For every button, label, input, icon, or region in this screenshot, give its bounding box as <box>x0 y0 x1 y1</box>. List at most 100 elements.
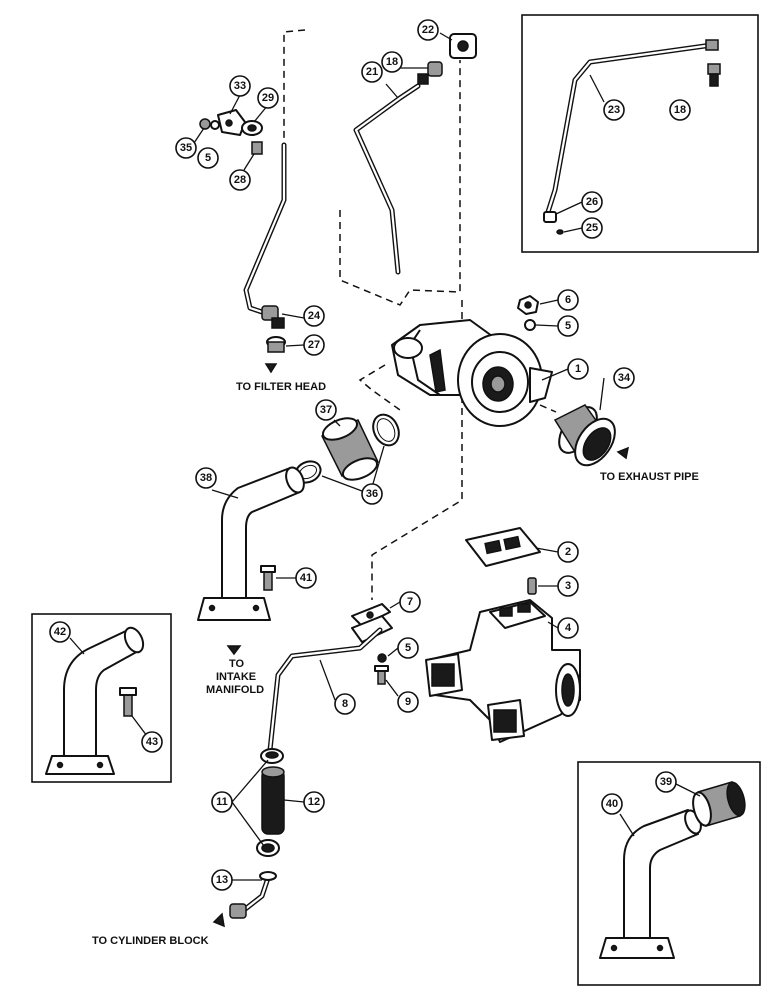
inset-elbow-frame <box>31 613 172 783</box>
washer-5-drain <box>377 653 387 663</box>
callout-34: 34 <box>613 367 635 389</box>
svg-text:18: 18 <box>674 104 686 116</box>
svg-text:18: 18 <box>386 56 398 68</box>
svg-text:21: 21 <box>366 66 378 78</box>
callout-12: 12 <box>303 791 325 813</box>
callout-21: 21 <box>361 61 383 83</box>
inset-intake-tube-frame <box>577 761 761 986</box>
intake-tube-40 <box>599 809 702 959</box>
callout-22: 22 <box>417 19 439 41</box>
svg-text:12: 12 <box>308 796 320 808</box>
callout-23: 23 <box>603 99 625 121</box>
inset-oil-line-frame <box>521 14 759 253</box>
bolt-43 <box>119 687 137 717</box>
clip-29 <box>241 120 263 136</box>
svg-text:25: 25 <box>586 222 598 234</box>
note-intake-line-2: INTAKE <box>216 671 256 683</box>
elbow-13 <box>229 871 277 919</box>
adapter-fitting-27 <box>266 336 286 353</box>
svg-text:27: 27 <box>308 339 320 351</box>
exhaust-adapter-34 <box>553 404 616 467</box>
svg-text:22: 22 <box>422 24 434 36</box>
svg-text:2: 2 <box>565 546 571 558</box>
svg-text:41: 41 <box>300 572 312 584</box>
svg-text:5: 5 <box>565 320 571 332</box>
turbine-housing <box>457 333 543 427</box>
bolt-28 <box>251 141 263 155</box>
nut-35 <box>199 118 211 130</box>
hose-12 <box>261 766 285 835</box>
fitting-26 <box>543 211 557 223</box>
hose-39 <box>692 781 746 827</box>
note-to-filter-head: TO FILTER HEAD <box>236 381 326 393</box>
callout-43: 43 <box>141 731 163 753</box>
connector-18-main <box>417 61 443 85</box>
svg-text:39: 39 <box>660 776 672 788</box>
svg-text:37: 37 <box>320 404 332 416</box>
svg-text:3: 3 <box>565 580 571 592</box>
svg-text:38: 38 <box>200 472 212 484</box>
callout-1: 1 <box>567 358 589 380</box>
svg-text:5: 5 <box>405 642 411 654</box>
callout-3: 3 <box>557 575 579 597</box>
clamp-11-upper <box>260 748 284 764</box>
svg-text:29: 29 <box>262 92 274 104</box>
svg-text:36: 36 <box>366 488 378 500</box>
callout-26: 26 <box>581 191 603 213</box>
svg-text:42: 42 <box>54 626 66 638</box>
callout-39: 39 <box>655 771 677 793</box>
svg-text:13: 13 <box>216 874 228 886</box>
bolt-9 <box>374 665 389 685</box>
leader-lines <box>69 32 701 881</box>
svg-text:35: 35 <box>180 142 192 154</box>
callout-8: 8 <box>334 693 356 715</box>
elbow-fitting-24 <box>261 305 285 329</box>
svg-text:33: 33 <box>234 80 246 92</box>
oil-line-23 <box>545 39 719 215</box>
oil-drain-tube <box>243 142 287 315</box>
arrow-to-cylinder-block <box>212 912 225 928</box>
arrow-to-intake-manifold <box>226 645 242 656</box>
arrow-to-exhaust-pipe <box>616 446 630 460</box>
svg-text:23: 23 <box>608 104 620 116</box>
callout-37: 37 <box>315 399 337 421</box>
svg-text:34: 34 <box>618 372 631 384</box>
intake-elbow-38 <box>197 466 305 621</box>
svg-text:9: 9 <box>405 696 411 708</box>
dashed-line-exhaust <box>539 404 557 413</box>
o-ring-25 <box>556 229 564 235</box>
stud-3 <box>527 577 537 595</box>
locknut-6 <box>517 295 539 315</box>
note-intake-line-3: MANIFOLD <box>206 684 264 696</box>
callout-9: 9 <box>397 691 419 713</box>
callout-4: 4 <box>557 617 579 639</box>
clamp-11-lower <box>256 839 280 857</box>
svg-text:8: 8 <box>342 698 348 710</box>
exhaust-manifold-4 <box>425 599 581 743</box>
gasket-7 <box>351 603 391 627</box>
callout-7: 7 <box>399 591 421 613</box>
elbow-fitting-22 <box>449 33 477 59</box>
callout-5-turbo: 5 <box>557 315 579 337</box>
callout-18-main: 18 <box>381 51 403 73</box>
note-intake-line-1: TO <box>229 658 245 670</box>
oil-supply-tube-21 <box>353 83 421 275</box>
washer-5-upper-left <box>210 120 220 130</box>
svg-text:6: 6 <box>565 294 571 306</box>
svg-text:28: 28 <box>234 174 246 186</box>
svg-text:40: 40 <box>606 798 618 810</box>
callout-42: 42 <box>49 621 71 643</box>
svg-text:5: 5 <box>205 152 211 164</box>
callout-38: 38 <box>195 467 217 489</box>
callout-27: 27 <box>303 334 325 356</box>
svg-text:7: 7 <box>407 596 413 608</box>
note-to-cylinder-block: TO CYLINDER BLOCK <box>92 935 209 947</box>
callout-25: 25 <box>581 217 603 239</box>
washer-5-turbo <box>524 319 536 331</box>
callout-13: 13 <box>211 869 233 891</box>
callout-24: 24 <box>303 305 325 327</box>
callout-29: 29 <box>257 87 279 109</box>
hose-37 <box>320 417 380 481</box>
callout-35: 35 <box>175 137 197 159</box>
